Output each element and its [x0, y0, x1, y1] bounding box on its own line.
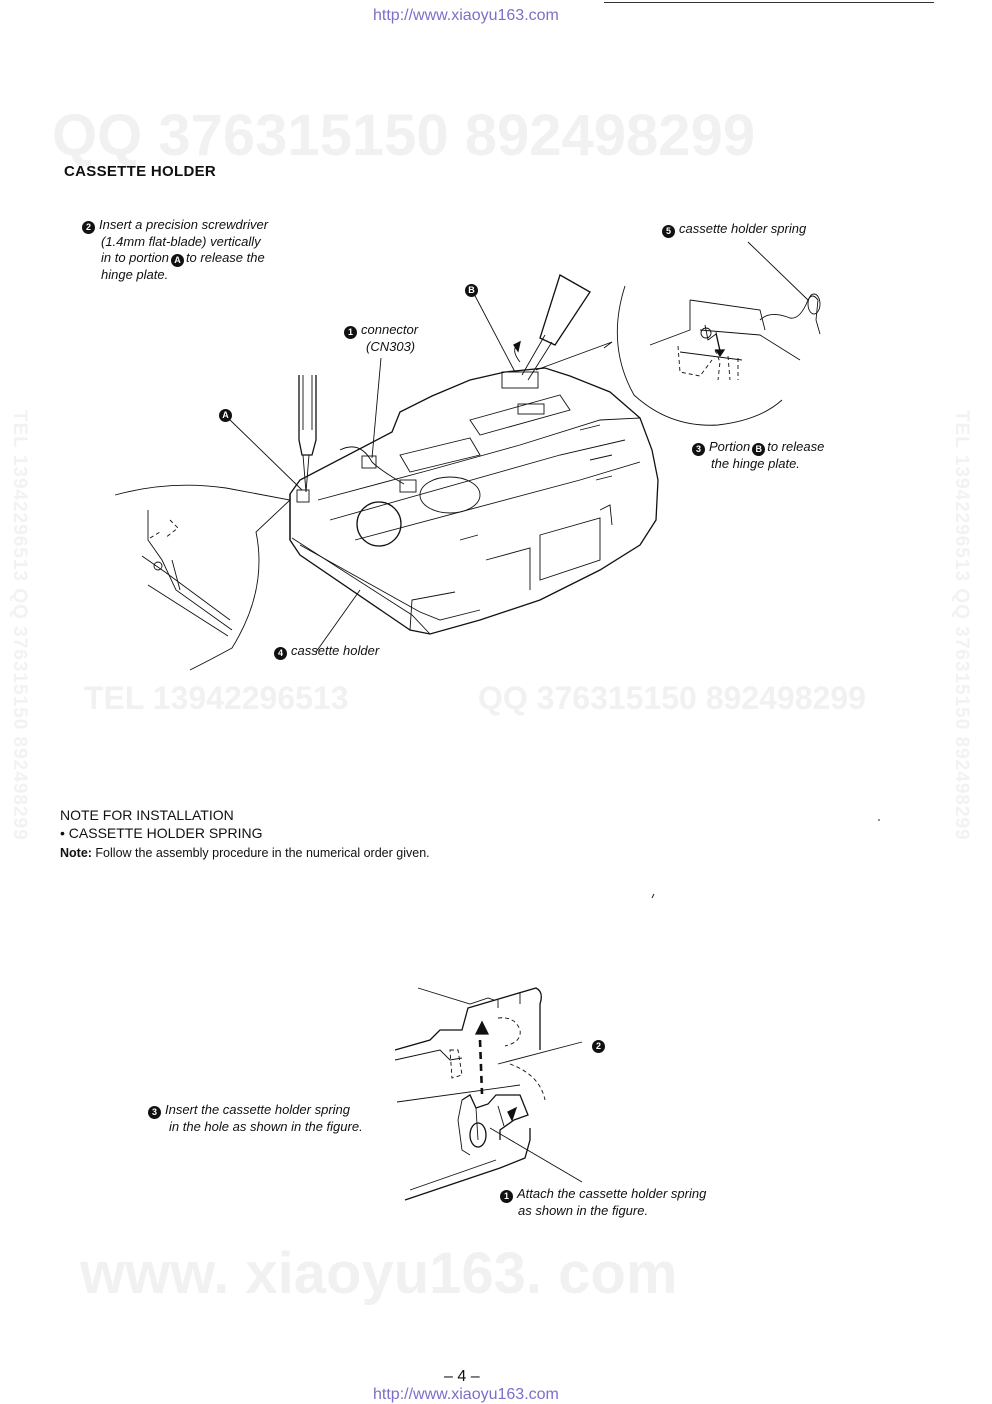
footer-url[interactable]: http://www.xiaoyu163.com — [373, 1386, 559, 1403]
step-2-line-2: (1.4mm flat-blade) vertically — [101, 234, 261, 249]
step-2-callout: 2 Insert a precision screwdriver (1.4mm f… — [82, 217, 268, 283]
step-4-text: cassette holder — [291, 643, 380, 658]
step-5-callout: 5 cassette holder spring — [662, 221, 806, 238]
step-1-number: 1 — [344, 326, 357, 339]
step-1-callout: 1 connector (CN303) — [344, 322, 418, 355]
step-3-line-3: the hinge plate. — [711, 456, 800, 471]
label-b-marker: B — [465, 279, 482, 297]
step-2-line-5: hinge plate. — [101, 267, 169, 282]
step-2-line-4: to release the — [185, 250, 265, 265]
watermark-qq-top: QQ 376315150 892498299 — [52, 103, 756, 168]
watermark-qq-mid: QQ 376315150 892498299 — [478, 680, 866, 716]
watermark-tel-mid: TEL 13942296513 — [84, 680, 349, 716]
step-2-number: 2 — [82, 221, 95, 234]
header-url[interactable]: http://www.xiaoyu163.com — [373, 7, 559, 24]
step-1-line-2: (CN303) — [366, 339, 416, 354]
note-subheading: • CASSETTE HOLDER SPRING — [60, 825, 263, 841]
portion-b-badge: B — [752, 443, 766, 456]
bottom-step-1-line-1: Attach the cassette holder spring — [517, 1186, 707, 1201]
label-a-marker: A — [219, 404, 236, 422]
note-body: Follow the assembly procedure in the num… — [91, 846, 430, 860]
bottom-step-3-line-2: in the hole as shown in the figure. — [169, 1119, 363, 1134]
bottom-step-1-number: 1 — [500, 1190, 513, 1203]
note-text: Note: Follow the assembly procedure in t… — [60, 846, 430, 860]
note-heading: NOTE FOR INSTALLATION — [60, 807, 234, 823]
step-1-line-1: connector — [361, 322, 419, 337]
bottom-step-3-callout: 3 Insert the cassette holder spring in th… — [148, 1102, 363, 1135]
step-3-line-2: to release — [767, 439, 825, 454]
bottom-step-1-callout: 1 Attach the cassette holder spring as sh… — [500, 1186, 706, 1219]
section-title: CASSETTE HOLDER — [64, 163, 217, 180]
step-5-number: 5 — [662, 225, 675, 238]
portion-a-badge: A — [170, 254, 184, 267]
step-2-line-3: in to portion — [101, 250, 169, 265]
bottom-step-2-marker: 2 — [592, 1035, 609, 1053]
watermark-site-bottom: www. xiaoyu163. com — [80, 1241, 678, 1306]
step-5-text: cassette holder spring — [679, 221, 807, 236]
header-rule — [604, 2, 934, 3]
bottom-step-3-number: 3 — [148, 1106, 161, 1119]
page-number: – 4 – — [444, 1368, 480, 1385]
bottom-step-3-line-1: Insert the cassette holder spring — [165, 1102, 350, 1117]
step-2-line-1: Insert a precision screwdriver — [99, 217, 269, 232]
step-4-callout: 4 cassette holder — [274, 643, 379, 660]
step-3-number: 3 — [692, 443, 705, 456]
note-label: Note: — [60, 846, 92, 860]
bottom-step-1-line-2: as shown in the figure. — [518, 1203, 649, 1218]
step-3-line-1: Portion — [709, 439, 751, 454]
step-4-number: 4 — [274, 647, 287, 660]
